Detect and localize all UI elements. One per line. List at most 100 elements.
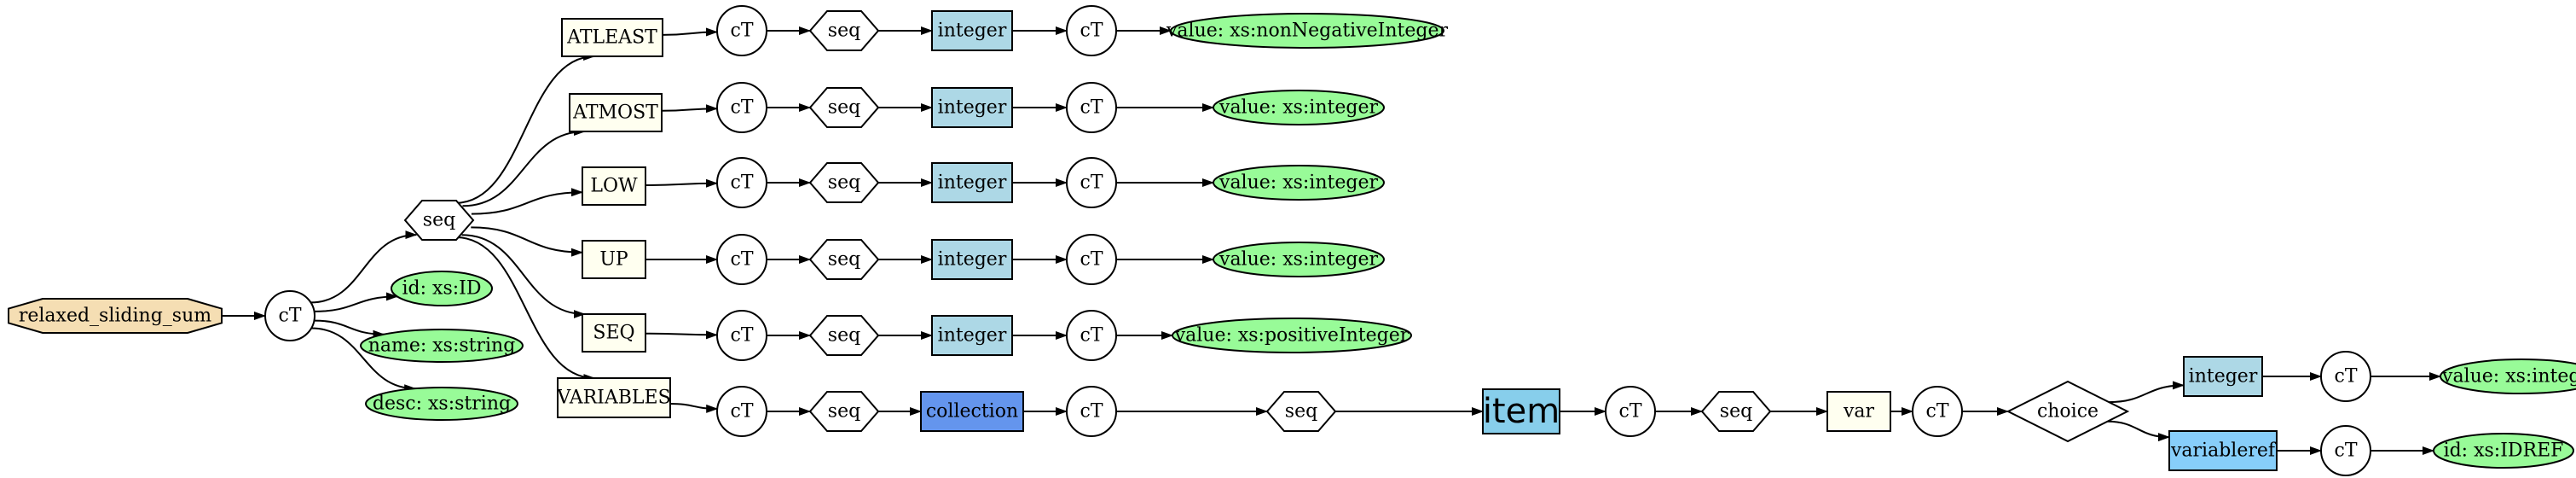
box-shape	[2183, 356, 2263, 397]
box-shape	[920, 391, 1024, 432]
node-ct0: cT	[264, 290, 315, 341]
node-ct_a1: cT	[716, 5, 767, 56]
node-e_atmost: ATMOST	[569, 93, 663, 132]
circle-shape	[716, 310, 767, 361]
box-shape	[931, 315, 1013, 356]
node-label: value: xs:positiveInteger	[1174, 325, 1410, 347]
ellipse-shape	[1213, 90, 1385, 125]
edge-e_low-to-ct_c1	[645, 178, 718, 188]
node-ct_c1: cT	[716, 157, 767, 208]
node-label: seq	[828, 325, 860, 347]
box-shape	[582, 166, 646, 206]
box-shape	[557, 377, 671, 418]
circle-shape	[716, 157, 767, 208]
node-label: seq	[828, 249, 860, 271]
node-label: value: xs:nonNegativeInteger	[1166, 20, 1448, 42]
node-label: ATMOST	[572, 102, 658, 124]
node-label: VARIABLES	[556, 388, 670, 409]
node-attr_id: id: xs:ID	[391, 271, 493, 306]
node-var: var	[1826, 391, 1891, 432]
box-shape	[931, 87, 1013, 128]
node-ct_b2: cT	[1066, 82, 1117, 133]
edge-e_atleast-to-ct_a1	[662, 27, 718, 37]
hexagon-shape	[808, 315, 880, 356]
node-ct_a2: cT	[1066, 5, 1117, 56]
node-label: variableref	[2170, 440, 2277, 462]
node-label: integer	[938, 97, 1007, 119]
node-label: cT	[2335, 366, 2358, 388]
hexagon-shape	[1700, 391, 1772, 432]
ellipse-shape	[391, 271, 493, 306]
node-label: seq	[828, 20, 860, 42]
edge-ct0-to-attr_desc	[311, 327, 417, 393]
diamond-shape	[2006, 380, 2130, 443]
node-label: cT	[731, 249, 754, 271]
node-ct_b1: cT	[716, 82, 767, 133]
node-seq_d: seq	[808, 239, 880, 280]
node-ct_f1: cT	[716, 386, 767, 437]
node-val_b: value: xs:integer	[1213, 90, 1385, 125]
node-seq_f: seq	[808, 391, 880, 432]
node-label: LOW	[590, 176, 638, 197]
hexagon-shape	[808, 87, 880, 128]
box-shape	[931, 10, 1013, 51]
node-e_atleast: ATLEAST	[561, 18, 663, 57]
edge-ct0-to-attr_name	[314, 319, 385, 339]
box-shape	[2168, 430, 2278, 471]
node-label: cT	[1926, 401, 1949, 423]
node-val_d: value: xs:integer	[1213, 242, 1385, 277]
edge-choice-to-varref	[2107, 420, 2170, 442]
node-ct_f4: cT	[1912, 386, 1963, 437]
node-label: cT	[731, 325, 754, 347]
circle-shape	[1066, 386, 1117, 437]
node-label: integer	[938, 20, 1007, 42]
node-label: cT	[1080, 401, 1103, 423]
node-label: seq	[828, 172, 860, 194]
circle-shape	[716, 82, 767, 133]
circle-shape	[1066, 82, 1117, 133]
circle-shape	[264, 290, 315, 341]
circle-shape	[2320, 425, 2371, 476]
node-label: seq	[828, 97, 860, 119]
hexagon-shape	[403, 200, 475, 241]
node-val_f: value: xs:integer	[2440, 358, 2576, 394]
node-idref: id: xs:IDREF	[2433, 433, 2574, 469]
ellipse-shape	[2433, 433, 2574, 469]
node-e_vars: VARIABLES	[556, 377, 671, 418]
node-ct_f5: cT	[2320, 351, 2371, 402]
node-label: choice	[2037, 401, 2098, 423]
hexagon-shape	[808, 10, 880, 51]
node-ct_d2: cT	[1066, 234, 1117, 285]
edge-ct0-to-attr_id	[314, 292, 398, 312]
node-seq_f2: seq	[1265, 391, 1337, 432]
edge-seq0-to-e_atleast	[455, 52, 596, 204]
box-shape	[561, 18, 663, 57]
node-label: integer	[938, 249, 1007, 271]
node-seq_c: seq	[808, 162, 880, 203]
node-label: cT	[1080, 325, 1103, 347]
node-ct_f6: cT	[2320, 425, 2371, 476]
box-shape	[1826, 391, 1891, 432]
node-label: cT	[731, 172, 754, 194]
node-attr_name: name: xs:string	[360, 329, 524, 363]
node-val_a: value: xs:nonNegativeInteger	[1166, 13, 1448, 49]
node-label: cT	[1080, 172, 1103, 194]
node-label: collection	[926, 401, 1018, 423]
node-label: cT	[1080, 97, 1103, 119]
node-label: value: xs:integer	[1219, 97, 1378, 119]
node-label: seq	[423, 210, 455, 231]
node-seq_a: seq	[808, 10, 880, 51]
edge-choice-to-int_f	[2109, 381, 2185, 404]
ellipse-shape	[365, 387, 518, 421]
edge-seq0-to-e_low	[471, 188, 583, 215]
box-shape	[931, 239, 1013, 280]
circle-shape	[716, 386, 767, 437]
node-label: cT	[2335, 440, 2358, 462]
node-int_f: integer	[2183, 356, 2263, 397]
node-label: cT	[1080, 249, 1103, 271]
node-label: cT	[731, 97, 754, 119]
node-attr_desc: desc: xs:string	[365, 387, 518, 421]
circle-shape	[1066, 157, 1117, 208]
node-ct_f2: cT	[1066, 386, 1117, 437]
